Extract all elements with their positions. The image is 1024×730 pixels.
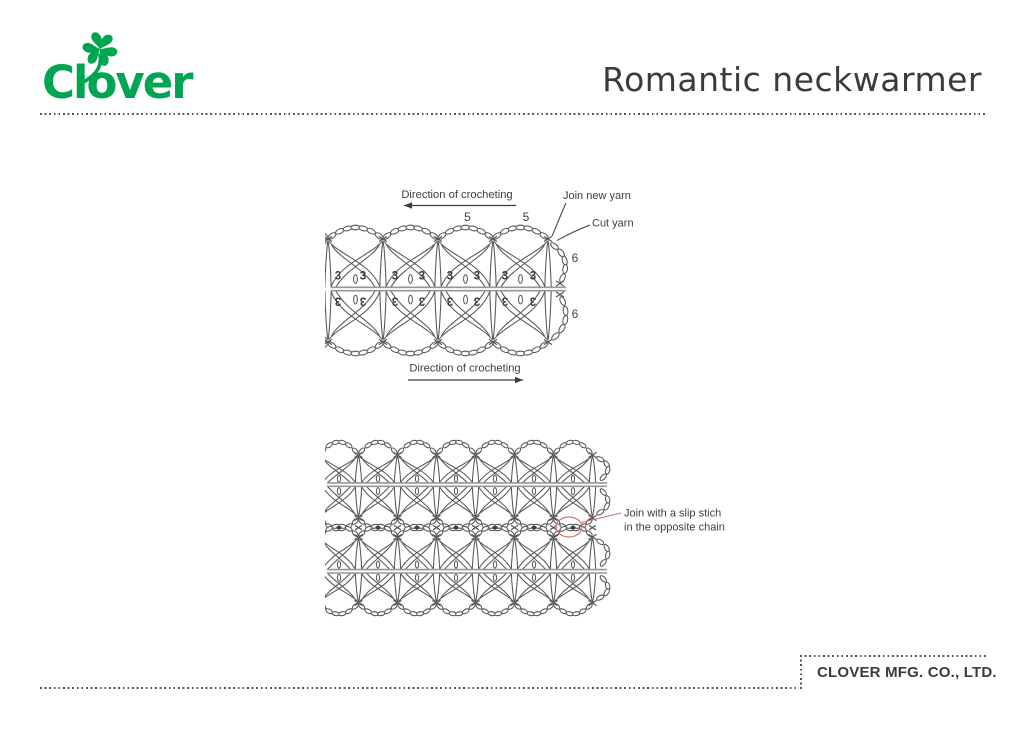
- stitch-count-label: 3: [474, 271, 480, 283]
- logo-wordmark: Clover: [42, 56, 194, 109]
- join-new-yarn-label: Join new yarn: [563, 190, 631, 202]
- shamrock-stem: [82, 53, 103, 84]
- footer-divider: [40, 687, 797, 689]
- stitch-count-label: 3: [447, 271, 453, 283]
- picot-ovals: [353, 274, 523, 305]
- chain-count-label: 5: [464, 210, 471, 224]
- arrow-right-icon: [515, 376, 523, 384]
- fan-stitches: [325, 240, 552, 341]
- stitch-x-marks: [354, 533, 597, 607]
- slip-stitch-note: Join with a slip stich in the opposite ch…: [555, 508, 725, 538]
- cut-yarn-label: Cut yarn: [592, 218, 634, 230]
- join-note-line2: in the opposite chain: [624, 522, 725, 534]
- stitch-count-label: 3: [530, 271, 536, 283]
- shamrock-icon: [82, 32, 118, 84]
- foundation-chain-line: [331, 286, 566, 292]
- join-note-line1: Join with a slip stich: [624, 508, 721, 520]
- arrow-left-icon: [404, 202, 412, 209]
- stitch-count-labels: 3 3 3 3 3 3 3 3 3 3 3 3 3 3 3 3 5 5 6 6: [335, 210, 579, 321]
- picot-ovals: [336, 560, 576, 582]
- stitch-x-marks: [354, 451, 597, 522]
- stitch-count-label-mirrored: 3: [392, 295, 398, 307]
- picot-ovals: [336, 474, 576, 496]
- clover-logo: Clover: [42, 32, 196, 109]
- stitch-count-label: 3: [335, 271, 341, 283]
- slip-stitch-dots: [336, 524, 597, 531]
- highlight-circle: [555, 516, 583, 538]
- stitch-count-label-mirrored: 3: [530, 295, 536, 307]
- stitch-count-label-mirrored: 3: [447, 295, 453, 307]
- edge-chain-count-label: 6: [572, 307, 579, 321]
- stitch-count-label-mirrored: 3: [474, 295, 480, 307]
- footer-box-top-border: [800, 655, 988, 657]
- stitch-count-label: 3: [419, 271, 425, 283]
- direction-of-crocheting-bottom: Direction of crocheting: [409, 363, 520, 375]
- footer-box-left-border: [800, 655, 802, 692]
- turning-chain: [550, 242, 569, 341]
- stitch-count-label-mirrored: 3: [335, 295, 341, 307]
- turning-chain: [596, 456, 611, 601]
- stitch-count-label-mirrored: 3: [502, 295, 508, 307]
- stitch-count-label-mirrored: 3: [419, 295, 425, 307]
- foundation-chain-line: [327, 482, 607, 488]
- company-name: CLOVER MFG. CO., LTD.: [817, 664, 997, 681]
- edge-chain-count-label: 6: [572, 251, 579, 265]
- stitch-count-label: 3: [392, 271, 398, 283]
- header-divider: [40, 113, 985, 115]
- stitch-count-label: 3: [502, 271, 508, 283]
- page-title: Romantic neckwarmer: [602, 60, 982, 99]
- fan-stitches: [325, 537, 597, 603]
- foundation-chain-line: [327, 568, 607, 574]
- fan-stitches: [325, 455, 597, 518]
- stitch-x-marks: [325, 235, 553, 346]
- stitch-count-label-mirrored: 3: [360, 295, 366, 307]
- stitch-count-label: 3: [360, 271, 366, 283]
- direction-of-crocheting-top: Direction of crocheting: [401, 189, 512, 201]
- chain-count-label: 5: [523, 210, 530, 224]
- crochet-diagram-joined-strips: Join with a slip stich in the opposite ch…: [325, 439, 725, 617]
- footer-company-box: CLOVER MFG. CO., LTD.: [800, 655, 997, 692]
